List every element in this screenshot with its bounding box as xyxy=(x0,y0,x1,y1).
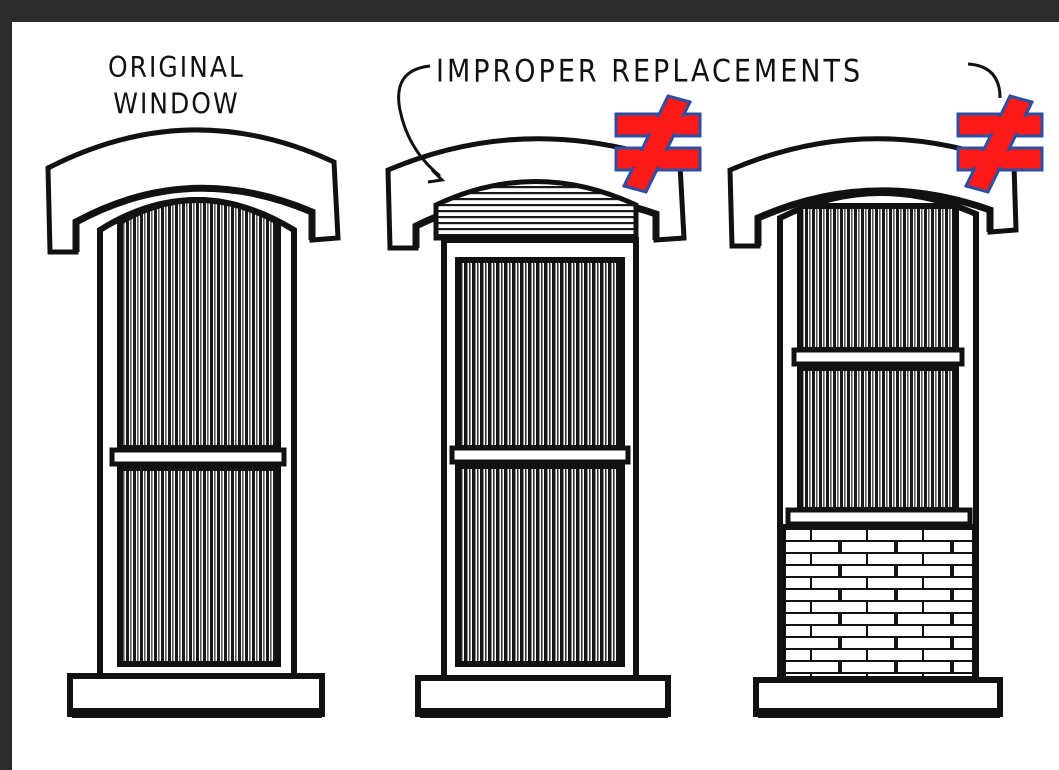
replacement-window-square-top xyxy=(388,139,684,718)
original-lower-glass xyxy=(120,468,278,664)
original-label-line1: ORIGINAL xyxy=(108,49,245,86)
brick-infill xyxy=(784,526,974,678)
original-window xyxy=(48,130,338,718)
replacement-window-brick-infill xyxy=(730,139,1016,718)
arrow-right xyxy=(968,64,1000,98)
improper-replacements-label: IMPROPER REPLACEMENTS xyxy=(436,54,863,90)
original-upper-glass xyxy=(120,200,278,448)
original-window-label: ORIGINAL WINDOW xyxy=(108,49,245,123)
original-label-line2: WINDOW xyxy=(108,86,245,123)
